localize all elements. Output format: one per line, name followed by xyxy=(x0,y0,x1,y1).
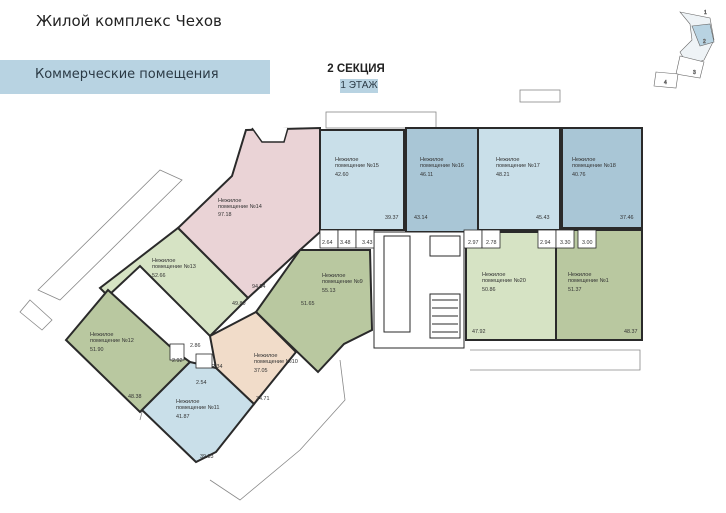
room-12-area-2: 2.92 xyxy=(172,358,183,364)
room-14-main: 97.18 xyxy=(218,212,232,218)
room-15-name1: Нежилое xyxy=(335,157,359,163)
room-1-area-2: 3.00 xyxy=(582,240,593,246)
room-11[interactable] xyxy=(140,360,256,464)
room-11-area-2: 2.54 xyxy=(196,380,207,386)
room-15[interactable] xyxy=(319,129,405,231)
room-13-name1: Нежилое xyxy=(152,258,176,264)
room-1-area-1: 48.37 xyxy=(624,329,638,335)
room-17-area-2: 2.78 xyxy=(486,240,497,246)
room-9-area-1: 51.65 xyxy=(301,301,315,307)
room-17-main: 48.21 xyxy=(496,172,510,178)
room-15-area-2: 3.48 xyxy=(340,240,351,246)
minimap-label-1: 1 xyxy=(704,10,707,16)
room-18[interactable] xyxy=(561,127,643,229)
room-12-main: 51.90 xyxy=(90,347,104,353)
room-10-name2: помещение №10 xyxy=(254,359,298,365)
room-11-main: 41.87 xyxy=(176,414,190,420)
minimap-label-2: 2 xyxy=(703,39,706,45)
room-18-main: 40.76 xyxy=(572,172,586,178)
room-10-main: 37.05 xyxy=(254,368,268,374)
minimap: 1 2 3 4 xyxy=(653,10,715,89)
minimap-label-4: 4 xyxy=(664,80,667,86)
room-17-name2: помещение №17 xyxy=(496,163,540,169)
room-18-area-2: 3.30 xyxy=(560,240,571,246)
room-10-area-1: 34.71 xyxy=(256,396,270,402)
room-15-name2: помещение №15 xyxy=(335,163,379,169)
wc-cells xyxy=(169,229,597,369)
category-banner: Коммерческие помещения xyxy=(0,60,270,94)
room-11-name1: Нежилое xyxy=(176,399,200,405)
room-13-area-2: 2.86 xyxy=(190,343,201,349)
room-10-name1: Нежилое xyxy=(254,353,278,359)
room-14-area-1: 94.54 xyxy=(252,284,266,290)
minimap-label-3: 3 xyxy=(693,70,696,76)
room-17[interactable] xyxy=(477,127,561,231)
room-9-name1: Нежилое xyxy=(322,273,346,279)
room-labels: Нежилое помещение №14 97.18 94.54 2.64 Н… xyxy=(90,157,638,460)
room-20[interactable] xyxy=(465,231,557,341)
room-20-main: 50.86 xyxy=(482,287,496,293)
room-13[interactable] xyxy=(98,226,250,338)
room-15-area-1: 39.37 xyxy=(385,215,399,221)
room-11-name2: помещение №11 xyxy=(176,405,219,411)
room-9-main: 55.13 xyxy=(322,288,336,294)
room-12-area-1: 48.38 xyxy=(128,394,142,400)
room-18-name1: Нежилое xyxy=(572,157,596,163)
room-11-area-1: 39.33 xyxy=(200,454,214,460)
room-17-name1: Нежилое xyxy=(496,157,520,163)
room-20-name2: помещение №20 xyxy=(482,278,526,284)
room-15-area-3: 3.43 xyxy=(362,240,373,246)
room-1[interactable] xyxy=(555,229,643,341)
room-9-name2: помещение №9 xyxy=(322,279,363,285)
room-10-area-2: 2.34 xyxy=(212,364,223,370)
room-13-area-1: 49.80 xyxy=(232,301,246,307)
room-16-name1: Нежилое xyxy=(420,157,444,163)
floor-badge: 1 ЭТАЖ xyxy=(340,79,378,93)
banner-label: Коммерческие помещения xyxy=(35,67,219,82)
room-15-main: 42.60 xyxy=(335,172,349,178)
section-title: 2 СЕКЦИЯ xyxy=(327,63,385,75)
room-16-name2: помещение №16 xyxy=(420,163,464,169)
room-14-area-2: 2.64 xyxy=(322,240,333,246)
room-13-main: 52.66 xyxy=(152,273,166,279)
room-16-main: 46.11 xyxy=(420,172,433,178)
room-13-name2: помещение №13 xyxy=(152,264,196,270)
room-14-name1: Нежилое xyxy=(218,198,242,204)
page-title: Жилой комплекс Чехов xyxy=(36,12,222,30)
room-17-area-1: 45.43 xyxy=(536,215,550,221)
room-1-name1: Нежилое xyxy=(568,272,592,278)
room-20-area-1: 47.92 xyxy=(472,329,486,335)
room-18-name2: помещение №18 xyxy=(572,163,616,169)
room-20-area-2: 2.94 xyxy=(540,240,551,246)
room-1-name2: помещение №1 xyxy=(568,278,609,284)
room-20-name1: Нежилое xyxy=(482,272,506,278)
room-18-area-1: 37.46 xyxy=(620,215,634,221)
room-1-main: 51.37 xyxy=(568,287,582,293)
room-12-name2: помещение №12 xyxy=(90,338,134,344)
room-16-area-2: 2.97 xyxy=(468,240,479,246)
room-16-area-1: 43.14 xyxy=(414,215,428,221)
stair-core xyxy=(373,231,465,349)
room-14-name2: помещение №14 xyxy=(218,204,262,210)
room-12-name1: Нежилое xyxy=(90,332,114,338)
room-10[interactable] xyxy=(208,310,298,406)
